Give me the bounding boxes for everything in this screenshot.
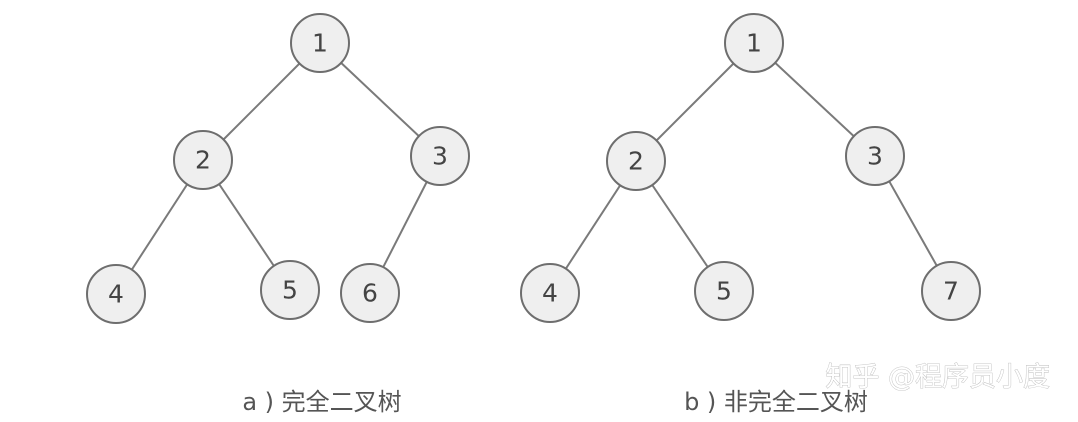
tree-a-node-6: 6 — [340, 263, 400, 323]
node-label: 2 — [628, 147, 644, 176]
node-label: 1 — [746, 29, 762, 58]
node-label: 1 — [312, 29, 328, 58]
tree-b-node-3: 3 — [845, 126, 905, 186]
node-label: 3 — [867, 142, 883, 171]
tree-b-node-5: 5 — [694, 261, 754, 321]
tree-b-node-7: 7 — [921, 261, 981, 321]
tree-b: 1 2 3 4 5 7 b ) 非完全二叉树 — [520, 13, 981, 416]
node-label: 6 — [362, 279, 378, 308]
node-label: 7 — [943, 277, 959, 306]
node-label: 3 — [432, 142, 448, 171]
node-label: 2 — [195, 146, 211, 175]
caption-incomplete-binary-tree: b ) 非完全二叉树 — [684, 388, 868, 416]
tree-a-node-5: 5 — [260, 260, 320, 320]
node-label: 5 — [716, 277, 732, 306]
tree-a-node-1: 1 — [290, 13, 350, 73]
node-label: 4 — [108, 280, 124, 309]
tree-b-node-1: 1 — [724, 13, 784, 73]
node-label: 5 — [282, 276, 298, 305]
tree-a-node-2: 2 — [173, 130, 233, 190]
tree-a-node-3: 3 — [410, 126, 470, 186]
tree-b-node-4: 4 — [520, 263, 580, 323]
caption-complete-binary-tree: a ) 完全二叉树 — [242, 388, 401, 416]
node-label: 4 — [542, 279, 558, 308]
watermark: 知乎 @程序员小度 — [825, 362, 1050, 393]
tree-b-node-2: 2 — [606, 131, 666, 191]
tree-a: 1 2 3 4 5 6 a ) 完全二叉树 — [86, 13, 470, 416]
tree-a-node-4: 4 — [86, 264, 146, 324]
